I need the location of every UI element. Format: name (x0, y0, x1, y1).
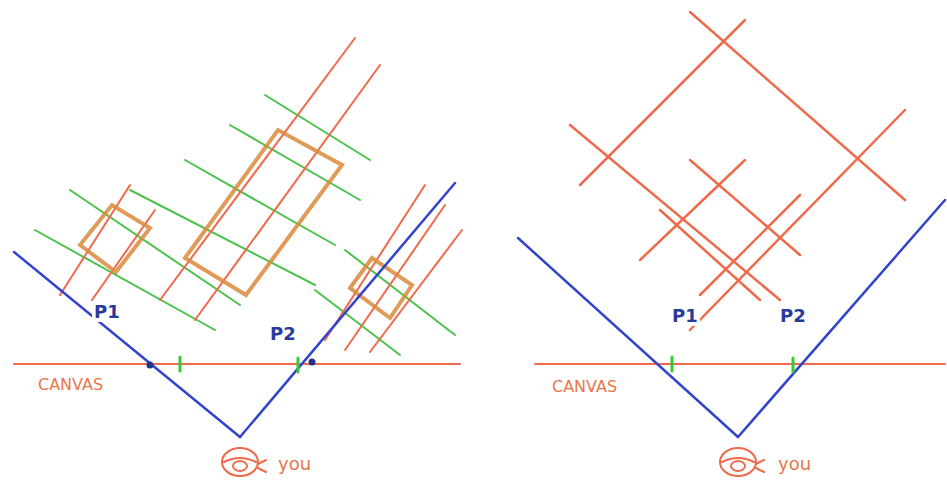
canvas-line (14, 363, 460, 365)
orange-grid-lines (570, 12, 905, 330)
annotation-label: you (276, 454, 313, 474)
viewer-eye (720, 448, 764, 476)
point-label: P1 (92, 302, 122, 322)
square-outlines (80, 130, 412, 318)
orange-grid-lines (60, 38, 462, 352)
annotation-label: CANVAS (36, 376, 105, 394)
projection-marks (147, 357, 794, 372)
point-label: P2 (268, 324, 298, 344)
sight-lines (14, 183, 945, 437)
green-grid-lines (35, 95, 455, 355)
annotation-label: CANVAS (550, 378, 619, 396)
canvas-line (535, 363, 945, 365)
point-label: P2 (778, 306, 808, 326)
point-label: P1 (670, 306, 700, 326)
viewer-eye (222, 448, 266, 476)
annotation-label: you (776, 454, 813, 474)
